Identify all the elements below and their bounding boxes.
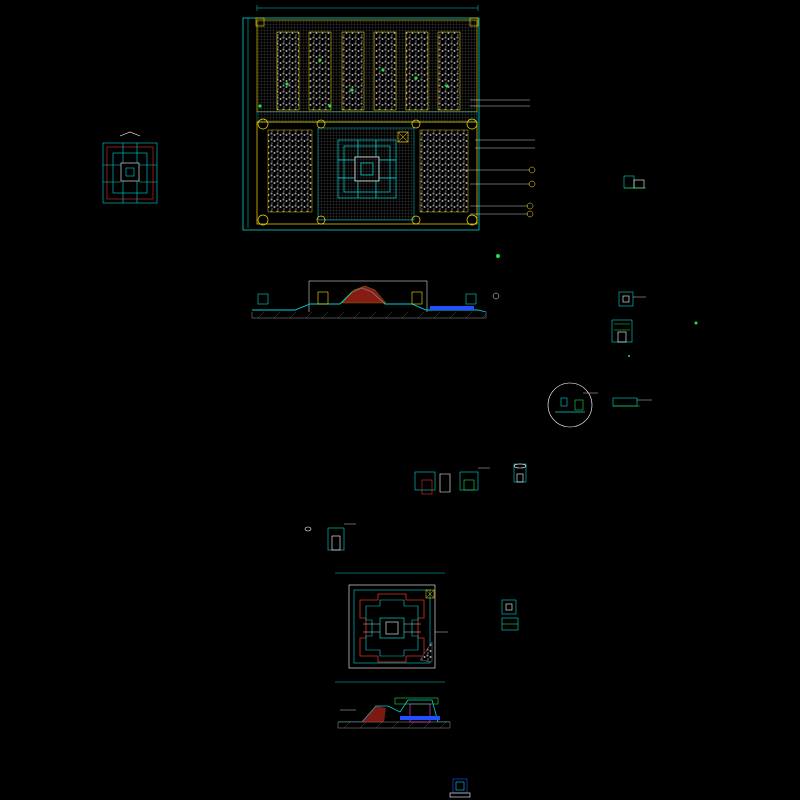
detail-b bbox=[618, 291, 646, 307]
leader-lines bbox=[460, 99, 535, 215]
corner-columns bbox=[257, 118, 478, 226]
detail-circle-elevation bbox=[612, 397, 652, 407]
detail-pit bbox=[501, 599, 519, 631]
corner-posts-top bbox=[255, 17, 479, 27]
tree-markers bbox=[258, 58, 449, 108]
fountain-court bbox=[317, 127, 415, 221]
fountain-section bbox=[337, 697, 451, 729]
detail-group bbox=[611, 175, 698, 357]
detail-cluster bbox=[304, 463, 527, 551]
detail-c bbox=[611, 319, 633, 357]
fountain-core-plan bbox=[337, 139, 397, 199]
manhole-marker bbox=[397, 131, 409, 143]
site-plan bbox=[242, 5, 536, 258]
detail-a bbox=[623, 175, 646, 189]
plaza-left-paving bbox=[267, 129, 313, 213]
fountain-plan-small bbox=[102, 131, 158, 204]
site-section bbox=[251, 280, 500, 319]
detail-bottom bbox=[449, 778, 471, 798]
planter-strips bbox=[276, 31, 461, 111]
detail-circle bbox=[547, 382, 652, 428]
callout-bubbles bbox=[526, 166, 536, 218]
fountain-plan-large bbox=[335, 572, 448, 683]
site-plan-border bbox=[242, 17, 480, 231]
north-arrow-marker bbox=[496, 254, 500, 258]
plaza-right-paving bbox=[419, 129, 469, 213]
lower-plaza bbox=[256, 121, 478, 225]
middle-band bbox=[256, 111, 478, 123]
